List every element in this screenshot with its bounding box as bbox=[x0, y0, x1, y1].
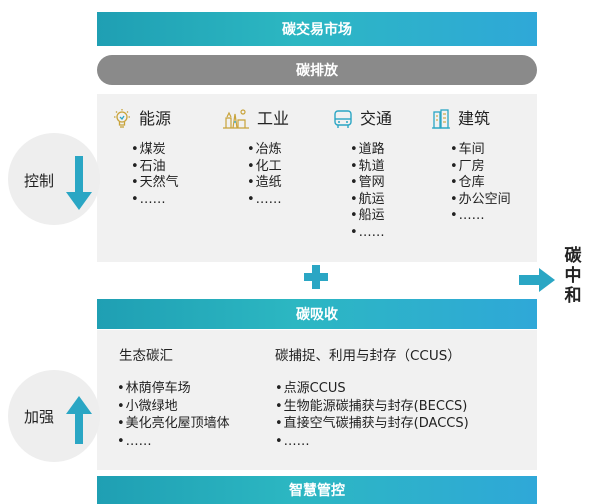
eco-sink-list: 林荫停车场 小微绿地 美化亮化屋顶墙体 …… bbox=[117, 380, 230, 450]
control-label: 控制 bbox=[24, 172, 55, 190]
carbon-neutral-char: 碳 bbox=[564, 246, 582, 266]
list-item: …… bbox=[450, 208, 511, 225]
list-item: 美化亮化屋顶墙体 bbox=[117, 415, 230, 433]
list-item: 船运 bbox=[350, 208, 392, 225]
energy-column: 能源 煤炭 石油 天然气 …… bbox=[111, 108, 179, 208]
energy-list: 煤炭 石油 天然气 …… bbox=[131, 142, 179, 208]
transport-column: 交通 道路 轨道 管网 航运 船运 …… bbox=[332, 108, 392, 242]
strengthen-label: 加强 bbox=[24, 408, 55, 426]
up-arrow-icon bbox=[66, 396, 92, 448]
list-item: 造纸 bbox=[247, 175, 289, 192]
carbon-emission-banner: 碳排放 bbox=[97, 55, 537, 85]
list-item: 车间 bbox=[450, 142, 511, 159]
list-item: 冶炼 bbox=[247, 142, 289, 159]
carbon-emission-title: 碳排放 bbox=[296, 63, 338, 79]
emission-panel: 能源 煤炭 石油 天然气 …… bbox=[97, 94, 537, 262]
carbon-market-banner: 碳交易市场 bbox=[97, 12, 537, 46]
building-title: 建筑 bbox=[458, 108, 491, 128]
building-icon bbox=[430, 108, 452, 130]
carbon-neutral-char: 和 bbox=[564, 286, 582, 306]
list-item: 点源CCUS bbox=[275, 380, 469, 398]
down-arrow-icon bbox=[66, 156, 92, 216]
bus-icon bbox=[332, 108, 354, 130]
plus-icon bbox=[304, 265, 328, 293]
ccus-title: 碳捕捉、利用与封存（CCUS） bbox=[275, 348, 461, 364]
list-item: 林荫停车场 bbox=[117, 380, 230, 398]
building-list: 车间 厂房 仓库 办公空间 …… bbox=[450, 142, 511, 225]
list-item: …… bbox=[131, 192, 179, 209]
list-item: 厂房 bbox=[450, 159, 511, 176]
carbon-neutral-label: 碳 中 和 bbox=[562, 246, 584, 306]
list-item: 仓库 bbox=[450, 175, 511, 192]
absorption-panel: 生态碳汇 碳捕捉、利用与封存（CCUS） 林荫停车场 小微绿地 美化亮化屋顶墙体… bbox=[97, 330, 537, 470]
list-item: …… bbox=[247, 192, 289, 209]
building-column: 建筑 车间 厂房 仓库 办公空间 …… bbox=[430, 108, 511, 225]
list-item: 轨道 bbox=[350, 159, 392, 176]
strengthen-circle bbox=[8, 370, 100, 462]
transport-header: 交通 bbox=[332, 108, 392, 130]
smart-control-title: 智慧管控 bbox=[289, 483, 345, 499]
list-item: 煤炭 bbox=[131, 142, 179, 159]
eco-sink-title: 生态碳汇 bbox=[119, 348, 173, 364]
list-item: 管网 bbox=[350, 175, 392, 192]
list-item: …… bbox=[275, 433, 469, 451]
transport-list: 道路 轨道 管网 航运 船运 …… bbox=[350, 142, 392, 242]
control-circle bbox=[8, 133, 100, 225]
list-item: …… bbox=[117, 433, 230, 451]
industry-header: 工业 bbox=[221, 108, 289, 130]
list-item: 石油 bbox=[131, 159, 179, 176]
energy-header: 能源 bbox=[111, 108, 179, 130]
industry-list: 冶炼 化工 造纸 …… bbox=[247, 142, 289, 208]
list-item: 办公空间 bbox=[450, 192, 511, 209]
carbon-absorption-title: 碳吸收 bbox=[296, 307, 338, 323]
carbon-absorption-banner: 碳吸收 bbox=[97, 299, 537, 329]
list-item: 道路 bbox=[350, 142, 392, 159]
industry-title: 工业 bbox=[257, 108, 290, 128]
list-item: 小微绿地 bbox=[117, 398, 230, 416]
list-item: 天然气 bbox=[131, 175, 179, 192]
right-arrow-icon bbox=[519, 268, 555, 296]
energy-title: 能源 bbox=[139, 108, 172, 128]
carbon-neutral-char: 中 bbox=[564, 266, 582, 286]
lightbulb-icon bbox=[111, 108, 133, 130]
list-item: 生物能源碳捕获与封存(BECCS) bbox=[275, 398, 469, 416]
carbon-market-title: 碳交易市场 bbox=[282, 22, 352, 38]
industry-column: 工业 冶炼 化工 造纸 …… bbox=[221, 108, 289, 208]
ccus-list: 点源CCUS 生物能源碳捕获与封存(BECCS) 直接空气碳捕获与封存(DACC… bbox=[275, 380, 469, 450]
factory-icon bbox=[221, 108, 251, 130]
list-item: …… bbox=[350, 225, 392, 242]
list-item: 直接空气碳捕获与封存(DACCS) bbox=[275, 415, 469, 433]
list-item: 航运 bbox=[350, 192, 392, 209]
list-item: 化工 bbox=[247, 159, 289, 176]
building-header: 建筑 bbox=[430, 108, 511, 130]
transport-title: 交通 bbox=[360, 108, 393, 128]
smart-control-banner: 智慧管控 bbox=[97, 476, 537, 504]
